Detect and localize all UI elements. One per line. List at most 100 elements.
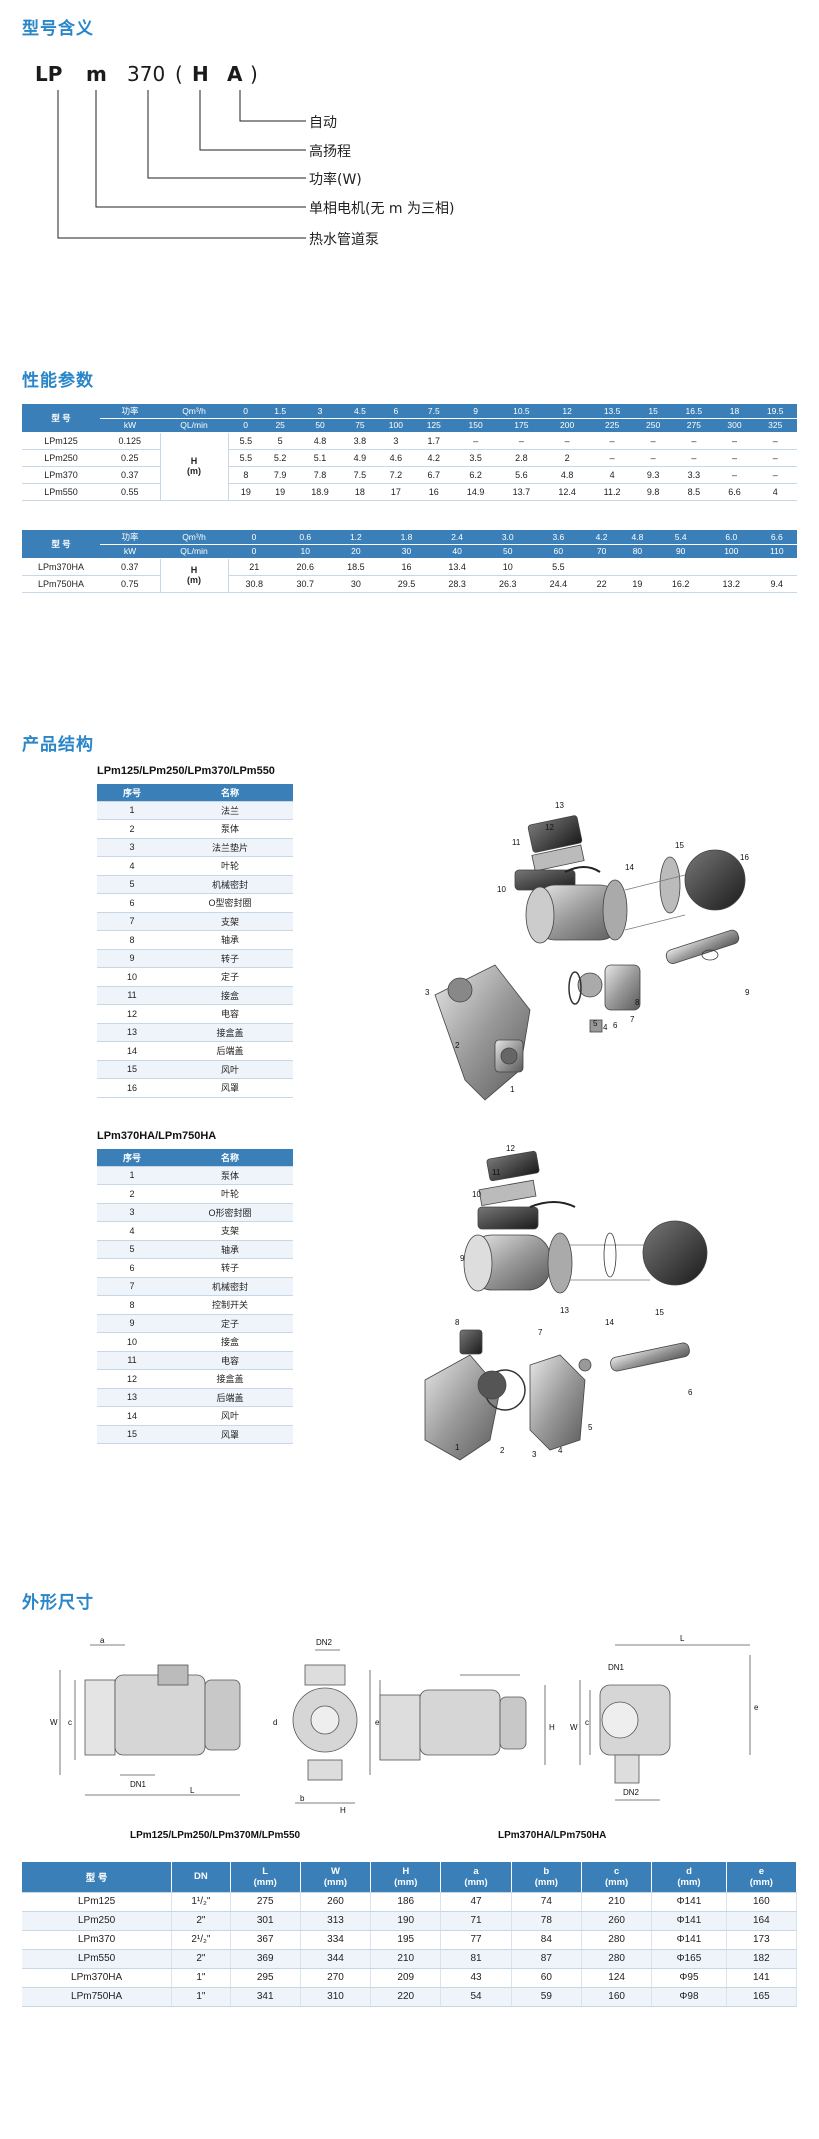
dims-cell: 59 <box>511 1987 582 2007</box>
dims-cell: 77 <box>440 1930 512 1950</box>
dims-header-top: L <box>262 1865 269 1877</box>
perf-head-value: 21 <box>228 558 280 576</box>
parts-no-cell: 9 <box>97 949 167 968</box>
perf-head-value: 19 <box>619 575 656 593</box>
dims-cell: 74 <box>511 1892 582 1912</box>
parts-no-cell: 10 <box>97 1332 167 1352</box>
dims-header-unit: (mm) <box>464 1876 488 1888</box>
dims-cell: 160 <box>726 1892 798 1912</box>
perf-q-m3h-cell: 4.8 <box>619 530 656 545</box>
dims-cell: 270 <box>300 1968 372 1988</box>
dims-cell: 190 <box>370 1911 442 1931</box>
dims-cell: 220 <box>370 1987 442 2007</box>
dims-cell: 260 <box>300 1892 372 1912</box>
diagram-callout-number: 1 <box>455 1443 460 1452</box>
perf-head-h: H <box>190 565 198 575</box>
dims-cell: LPm370 <box>22 1930 173 1950</box>
dim-a-label: a <box>100 1636 105 1645</box>
dims-cell: 341 <box>230 1987 301 2007</box>
dims-cell: 210 <box>581 1892 653 1912</box>
meaning-auto: 自动 <box>309 115 337 131</box>
perf-q-lmin-cell: 110 <box>756 544 797 559</box>
section-title-model-meaning: 型号含义 <box>22 19 94 39</box>
perf-q-m3h-cell: 12 <box>544 404 591 419</box>
perf-model-cell: LPm370 <box>22 466 100 484</box>
perf-head-value: – <box>452 432 499 450</box>
dims-cell: 334 <box>300 1930 372 1950</box>
dims-header-top: a <box>473 1865 479 1877</box>
perf-head-value: 26.3 <box>482 575 534 593</box>
perf-head-value: 5.5 <box>228 432 264 450</box>
parts-name-cell: 后端盖 <box>167 1388 293 1407</box>
dims-header-unit: (mm) <box>323 1876 348 1888</box>
diagram-callout-number: 4 <box>558 1446 563 1455</box>
diagram-callout-number: 8 <box>635 998 640 1007</box>
parts-name-cell: 风罩 <box>167 1425 293 1444</box>
perf-header-q-m3h: Qm³/h <box>160 530 228 545</box>
parts-no-cell: 11 <box>97 986 167 1005</box>
perf-head-value: 13.7 <box>498 483 545 501</box>
dims-cell: 301 <box>230 1911 301 1931</box>
dims-cell: 81 <box>440 1949 512 1969</box>
perf-head-h: H <box>190 456 198 466</box>
diagram-callout-number: 13 <box>560 1306 569 1315</box>
perf-model-cell: LPm125 <box>22 432 100 450</box>
dim-dn2-2-label: DN2 <box>623 1788 640 1797</box>
perf-q-lmin-cell: 150 <box>452 418 499 433</box>
perf-head-value: 20.6 <box>279 558 331 576</box>
perf-q-m3h-cell: 18 <box>715 404 754 419</box>
parts-no-cell: 1 <box>97 1166 167 1185</box>
perf-head-value: 6.2 <box>452 466 499 484</box>
meaning-hot-water-pump: 热水管道泵 <box>309 232 379 248</box>
dims-cell: 141 <box>726 1968 798 1988</box>
diagram-callout-number: 5 <box>588 1423 593 1432</box>
dims-cell: 310 <box>300 1987 372 2007</box>
perf-head-value: – <box>672 432 716 450</box>
dims-cell: 1" <box>171 1987 231 2007</box>
dims-cell: LPm370HA <box>22 1968 173 1988</box>
perf-head-value: 9.8 <box>634 483 673 501</box>
parts-name-cell: 支架 <box>167 1221 293 1241</box>
dims-cell: 367 <box>230 1930 301 1950</box>
dims-cell: 369 <box>230 1949 301 1969</box>
perf-head-value: 4.8 <box>544 466 591 484</box>
parts-name-cell: 电容 <box>167 1004 293 1024</box>
perf-head-value <box>655 558 706 576</box>
perf-head-value: – <box>753 449 797 467</box>
dim-d-label: d <box>273 1718 277 1727</box>
parts-name-cell: 叶轮 <box>167 856 293 876</box>
perf-head-value: – <box>590 449 635 467</box>
section-title-dimensions: 外形尺寸 <box>22 1593 94 1613</box>
diagram-callout-number: 7 <box>538 1328 543 1337</box>
perf-head-unit: (m) <box>187 466 201 476</box>
parts-no-cell: 13 <box>97 1023 167 1042</box>
perf-head-value: 9.4 <box>756 575 797 593</box>
perf-head-value: 13.4 <box>431 558 483 576</box>
dims-cell: 87 <box>511 1949 582 1969</box>
perf-head-value: 18.9 <box>297 483 343 501</box>
parts-no-cell: 8 <box>97 930 167 950</box>
parts-name-cell: O形密封圈 <box>167 1203 293 1222</box>
code-lp: LP <box>35 62 63 86</box>
perf-model-cell: LPm750HA <box>22 575 100 593</box>
parts-name-cell: 机械密封 <box>167 875 293 894</box>
parts-no-cell: 8 <box>97 1295 167 1315</box>
perf-q-m3h-cell: 10.5 <box>498 404 545 419</box>
perf-q-m3h-cell: 19.5 <box>753 404 797 419</box>
perf-q-lmin-cell: 225 <box>590 418 635 433</box>
dims-cell: 280 <box>581 1949 653 1969</box>
perf-q-m3h-cell: 5.4 <box>655 530 706 545</box>
perf-q-m3h-cell: 6 <box>376 404 415 419</box>
parts-no-cell: 1 <box>97 801 167 820</box>
dims-cell: Φ141 <box>651 1911 727 1931</box>
perf-head-value: 7.2 <box>376 466 415 484</box>
dims-header-cell: a(mm) <box>440 1862 512 1893</box>
